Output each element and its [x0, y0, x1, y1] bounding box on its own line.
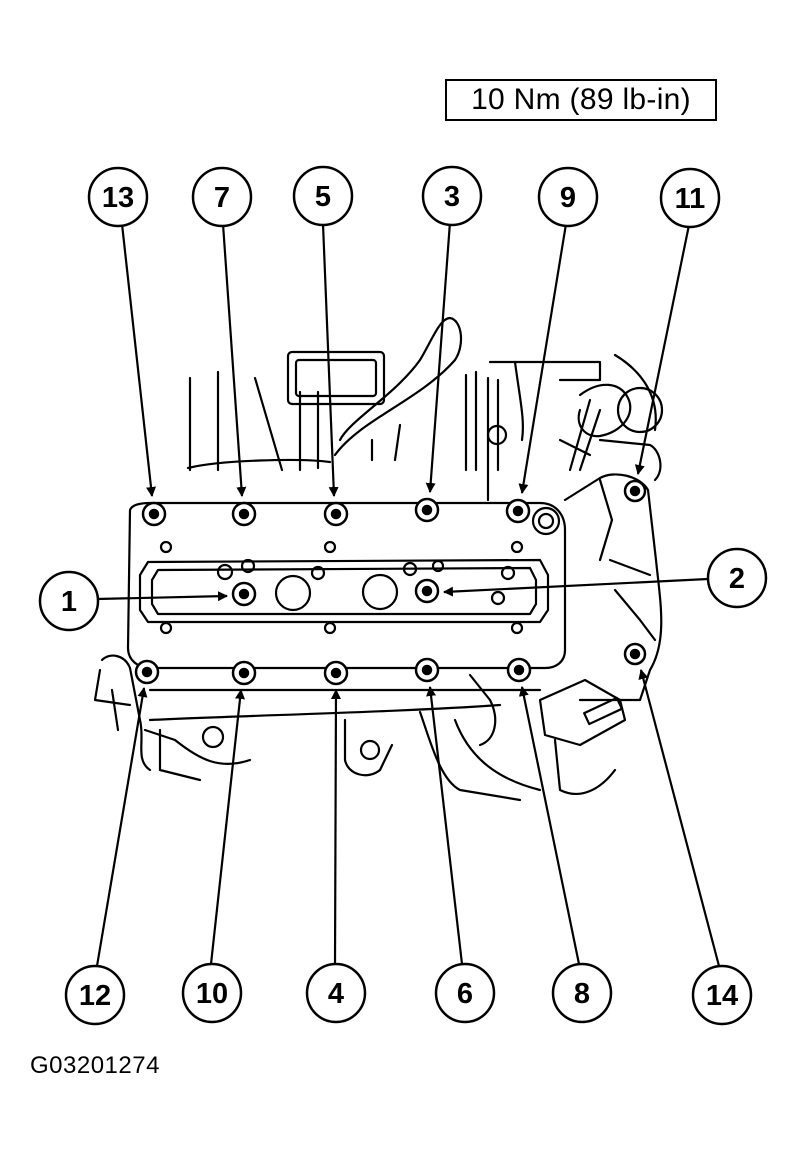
- bolt-1: [231, 581, 257, 607]
- callout-13: 13: [87, 166, 149, 228]
- svg-text:13: 13: [102, 182, 134, 214]
- callout-14: 14: [691, 964, 753, 1026]
- bolt-6: [414, 657, 440, 683]
- leader-7: [221, 223, 247, 497]
- svg-text:10: 10: [196, 978, 228, 1010]
- bolt-3: [414, 497, 440, 523]
- leader-14: [638, 669, 721, 967]
- bolt-9: [505, 498, 531, 524]
- leader-9: [518, 223, 568, 494]
- engine-line-art: [93, 316, 664, 802]
- leader-1: [96, 591, 228, 602]
- callout-5: 5: [292, 165, 354, 227]
- bolt-11: [623, 479, 647, 503]
- callout-4: 4: [305, 962, 367, 1024]
- leader-3: [425, 221, 452, 493]
- bolt-7: [231, 501, 257, 527]
- bolt-5: [323, 501, 349, 527]
- leader-8: [518, 686, 581, 965]
- bolt-14: [623, 642, 647, 666]
- svg-text:7: 7: [214, 182, 230, 214]
- bolt-heads: [134, 479, 647, 686]
- svg-text:11: 11: [675, 183, 706, 215]
- torque-spec-label: 10 Nm (89 lb-in): [445, 79, 717, 121]
- svg-text:6: 6: [457, 978, 473, 1010]
- leader-12: [95, 687, 148, 967]
- leader-6: [426, 686, 464, 965]
- leader-lines: [95, 221, 721, 967]
- svg-text:3: 3: [444, 181, 460, 213]
- svg-text:12: 12: [79, 980, 111, 1012]
- bolt-8: [506, 657, 532, 683]
- bolt-10: [231, 660, 257, 686]
- callout-2: 2: [706, 547, 768, 609]
- svg-text:2: 2: [729, 563, 745, 595]
- callout-3: 3: [421, 165, 483, 227]
- svg-text:14: 14: [706, 980, 738, 1012]
- leader-10: [209, 689, 245, 965]
- bolt-12: [134, 659, 160, 685]
- svg-text:4: 4: [328, 978, 344, 1010]
- bolt-4: [323, 660, 349, 686]
- svg-text:9: 9: [560, 182, 576, 214]
- leader-13: [120, 223, 156, 497]
- leader-4: [330, 689, 341, 965]
- svg-text:1: 1: [61, 586, 77, 618]
- callout-10: 10: [181, 962, 243, 1024]
- callouts: 13 7 5 3 9 11 1 2: [38, 165, 768, 1026]
- callout-9: 9: [537, 166, 599, 228]
- callout-11: 11: [659, 167, 721, 229]
- svg-text:8: 8: [574, 978, 590, 1010]
- callout-1: 1: [38, 570, 100, 632]
- figure-id: G03201274: [30, 1052, 160, 1079]
- svg-text:5: 5: [315, 181, 331, 213]
- bolt-2: [414, 578, 440, 604]
- leader-11: [634, 224, 691, 475]
- callout-8: 8: [551, 962, 613, 1024]
- leader-5: [321, 223, 339, 497]
- callout-12: 12: [64, 964, 126, 1026]
- leader-2: [443, 577, 709, 597]
- callout-7: 7: [191, 166, 253, 228]
- bolt-13: [141, 501, 167, 527]
- callout-6: 6: [434, 962, 496, 1024]
